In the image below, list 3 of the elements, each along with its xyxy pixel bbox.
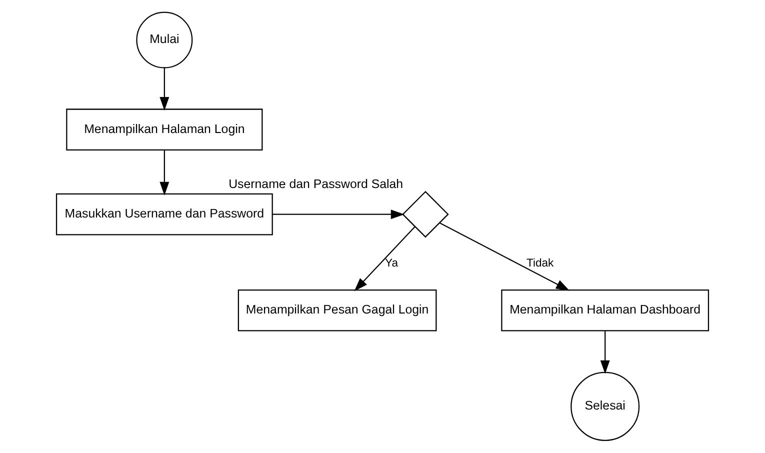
edge-label: Ya (385, 257, 398, 270)
edge-label: Tidak (526, 257, 554, 270)
node-label: Username dan Password Salah (228, 177, 404, 192)
